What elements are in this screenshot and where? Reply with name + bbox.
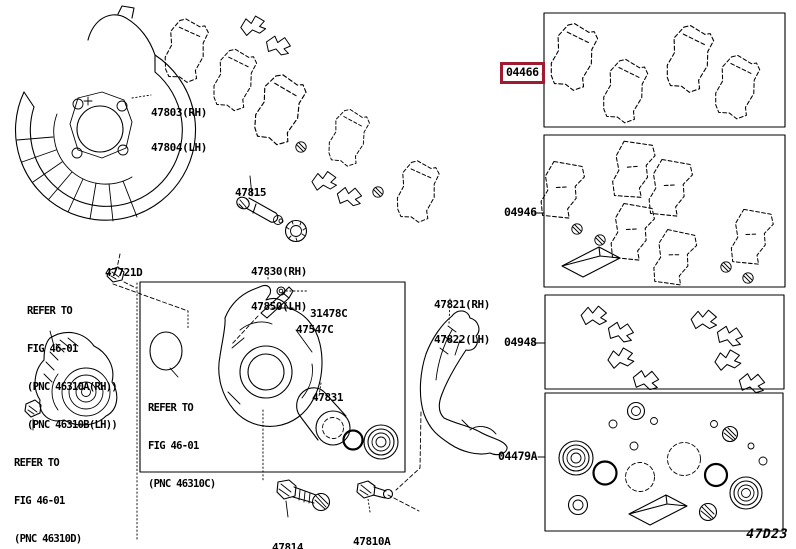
part-label-47830-47850[interactable]: 47830(RH) 47850(LH) xyxy=(251,265,308,313)
leader-lines xyxy=(32,73,546,541)
kit-04466-contents xyxy=(545,19,763,126)
kit-04948-contents xyxy=(580,305,767,395)
bolt-47814-drawing xyxy=(276,479,331,512)
part-label-47821-47822[interactable]: 47821(RH) 47822(LH) xyxy=(434,298,491,346)
piston-47831-drawing xyxy=(296,387,399,460)
part-label-47721d[interactable]: 47721D xyxy=(105,266,143,279)
knuckle-drawing xyxy=(24,331,118,426)
part-label-47547c[interactable]: 47547C xyxy=(296,323,334,336)
kit-label-04948[interactable]: 04948 xyxy=(504,335,537,349)
kit-boxes xyxy=(543,12,786,532)
refer-note-46310d: REFER TO FIG 46-01 (PNC 46310D) xyxy=(14,457,82,545)
caliper-assembly-box xyxy=(139,281,406,473)
bolt-47721d-drawing xyxy=(106,266,125,283)
part-label-47803-47804[interactable]: 47803(RH) 47804(LH) xyxy=(151,106,208,154)
part-label-47814[interactable]: 47814 xyxy=(272,541,304,549)
part-label-31478c[interactable]: 31478C xyxy=(310,307,348,320)
kit-04946-contents xyxy=(535,137,776,291)
kit-label-04479a[interactable]: 04479A xyxy=(498,449,538,463)
part-label-47831[interactable]: 47831 xyxy=(312,391,344,404)
kit-label-04946[interactable]: 04946 xyxy=(504,205,537,219)
bolt-47810a-drawing xyxy=(356,480,394,500)
refer-note-46310c: REFER TO FIG 46-01 (PNC 46310C) xyxy=(148,402,216,490)
caliper-bracket-drawing xyxy=(419,310,508,456)
page-code: 47D23 xyxy=(744,527,790,542)
refer-note-46310ab: REFER TO FIG 46-01 (PNC 46310A(RH)) (PNC… xyxy=(27,305,118,431)
caliper-drawing xyxy=(149,284,399,460)
slide-pin-47815-drawing xyxy=(236,196,308,243)
kit-04479a-contents xyxy=(558,401,768,526)
part-label-47810a[interactable]: 47810A xyxy=(353,535,391,548)
dust-shield-drawing xyxy=(14,5,196,222)
part-label-47815[interactable]: 47815 xyxy=(235,186,267,199)
kit-label-04466-highlighted[interactable]: 04466 xyxy=(500,62,545,84)
